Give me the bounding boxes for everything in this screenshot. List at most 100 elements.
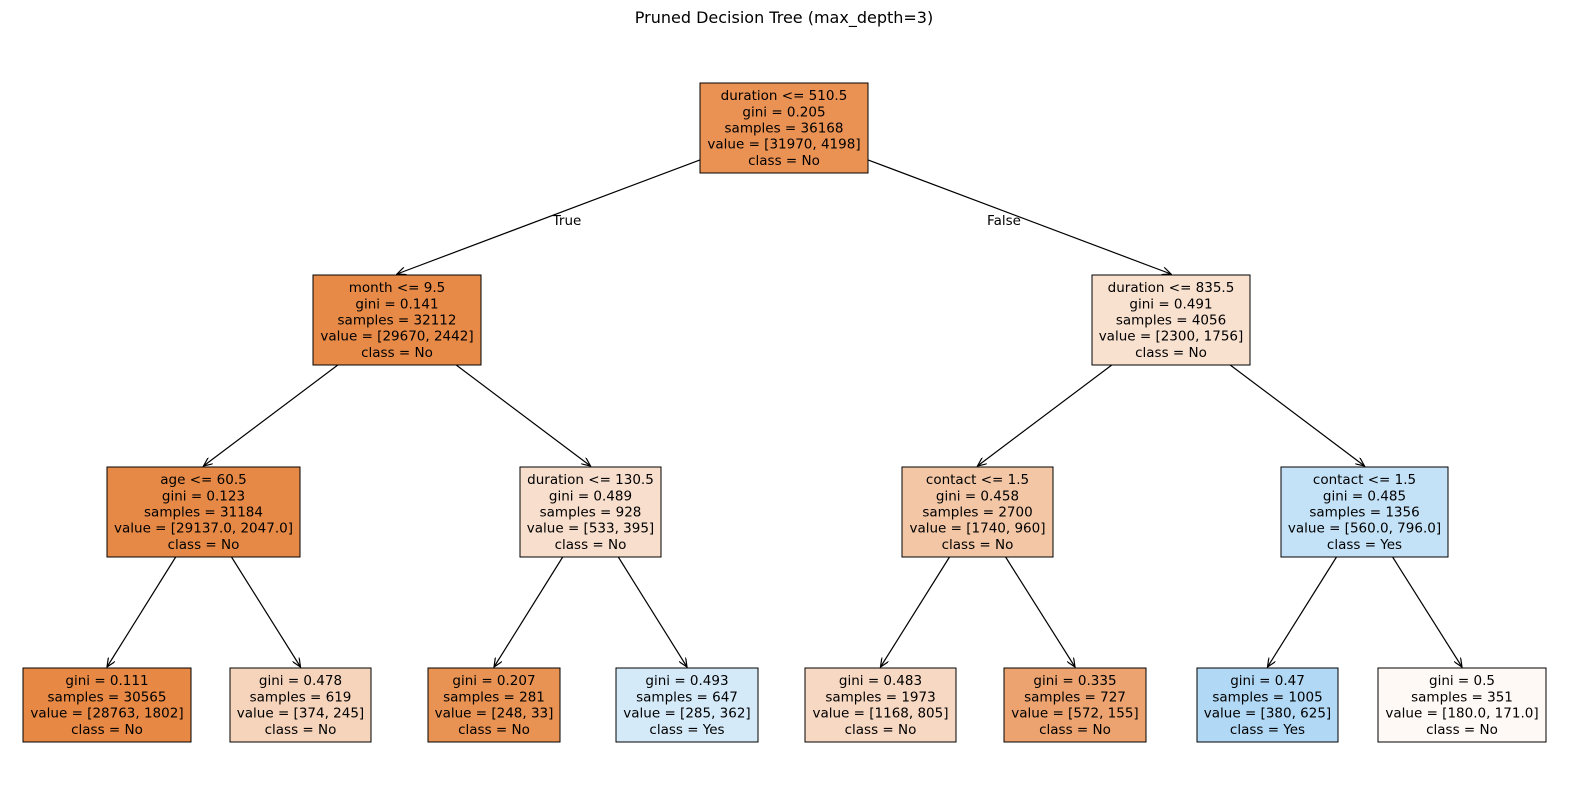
- node-line: contact <= 1.5: [1313, 472, 1416, 488]
- node-box: [615, 667, 759, 743]
- edge-n1-n4: [455, 364, 590, 466]
- node-box: [312, 274, 482, 366]
- node-line: value = [374, 245]: [237, 706, 364, 722]
- node-line: gini = 0.478: [259, 673, 342, 689]
- node-line: class = Yes: [649, 722, 724, 738]
- node-line: gini = 0.5: [1429, 673, 1495, 689]
- node-box: [804, 667, 957, 743]
- node-line: samples = 32112: [338, 313, 457, 329]
- edge-n6-n13: [1268, 556, 1338, 667]
- node-line: gini = 0.489: [549, 488, 632, 504]
- node-line: value = [31970, 4198]: [707, 137, 860, 153]
- node-line: class = No: [555, 537, 627, 553]
- node-line: class = No: [458, 722, 530, 738]
- node-box: [1377, 667, 1547, 743]
- node-line: gini = 0.141: [355, 296, 438, 312]
- node-line: age <= 60.5: [160, 472, 246, 488]
- node-box: [427, 667, 561, 743]
- node-line: samples = 928: [540, 505, 642, 521]
- node-line: value = [380, 625]: [1204, 706, 1331, 722]
- edges-layer: [107, 159, 1462, 667]
- node-box: [1003, 667, 1147, 743]
- node-box: [22, 667, 192, 743]
- node-line: value = [28763, 1802]: [30, 706, 183, 722]
- node-line: class = Yes: [1327, 537, 1402, 553]
- node-line: gini = 0.493: [645, 673, 728, 689]
- node-box: [1280, 466, 1449, 558]
- node-box: [1091, 274, 1251, 366]
- node-line: samples = 36168: [725, 121, 844, 137]
- node-line: gini = 0.47: [1230, 673, 1305, 689]
- node-line: samples = 281: [443, 689, 545, 705]
- edge-n1-n3: [204, 364, 339, 466]
- node-line: samples = 1973: [825, 689, 935, 705]
- node-line: samples = 1005: [1212, 689, 1322, 705]
- node-line: value = [29670, 2442]: [320, 329, 473, 345]
- node-line: gini = 0.205: [742, 104, 825, 120]
- node-line: gini = 0.485: [1323, 488, 1406, 504]
- node-line: samples = 1356: [1309, 505, 1419, 521]
- node-line: gini = 0.483: [839, 673, 922, 689]
- node-line: class = No: [1039, 722, 1111, 738]
- edge-n3-n8: [230, 556, 301, 667]
- node-line: class = No: [265, 722, 337, 738]
- node-line: value = [1740, 960]: [909, 521, 1045, 537]
- node-line: gini = 0.491: [1129, 296, 1212, 312]
- node-line: samples = 30565: [48, 689, 167, 705]
- edge-label-true: True: [552, 213, 582, 229]
- edge-label-false: False: [987, 213, 1021, 229]
- diagram-title: Pruned Decision Tree (max_depth=3): [635, 8, 933, 28]
- node-line: class = No: [748, 153, 820, 169]
- node-line: value = [180.0, 171.0]: [1385, 706, 1538, 722]
- node-box: [901, 466, 1054, 558]
- node-line: class = No: [71, 722, 143, 738]
- edge-n4-n9: [494, 556, 564, 667]
- node-line: class = No: [1135, 345, 1207, 361]
- node-line: value = [1168, 805]: [812, 706, 948, 722]
- node-line: samples = 2700: [922, 505, 1032, 521]
- node-box: [106, 466, 301, 558]
- node-line: value = [248, 33]: [435, 706, 554, 722]
- node-line: samples = 31184: [144, 505, 263, 521]
- node-line: samples = 647: [636, 689, 738, 705]
- node-line: month <= 9.5: [349, 280, 446, 296]
- node-line: gini = 0.111: [65, 673, 148, 689]
- node-line: duration <= 510.5: [721, 88, 848, 104]
- node-line: class = No: [942, 537, 1014, 553]
- node-line: samples = 619: [250, 689, 352, 705]
- edge-labels-layer: True False: [552, 213, 1021, 229]
- node-line: value = [572, 155]: [1011, 706, 1138, 722]
- node-line: duration <= 835.5: [1108, 280, 1235, 296]
- node-box: [699, 82, 869, 174]
- node-box: [229, 667, 372, 743]
- edge-n3-n7: [107, 556, 177, 667]
- edge-n2-n5: [978, 364, 1113, 466]
- node-line: value = [285, 362]: [623, 706, 750, 722]
- node-line: gini = 0.207: [452, 673, 535, 689]
- node-line: class = No: [1426, 722, 1498, 738]
- node-line: class = No: [361, 345, 433, 361]
- node-line: gini = 0.123: [162, 488, 245, 504]
- node-line: samples = 4056: [1116, 313, 1226, 329]
- edge-n0-n2: [867, 159, 1171, 274]
- node-line: samples = 351: [1411, 689, 1513, 705]
- edge-n4-n10: [617, 556, 687, 667]
- edge-n5-n11: [881, 556, 951, 667]
- node-line: value = [2300, 1756]: [1099, 329, 1244, 345]
- node-box: [519, 466, 662, 558]
